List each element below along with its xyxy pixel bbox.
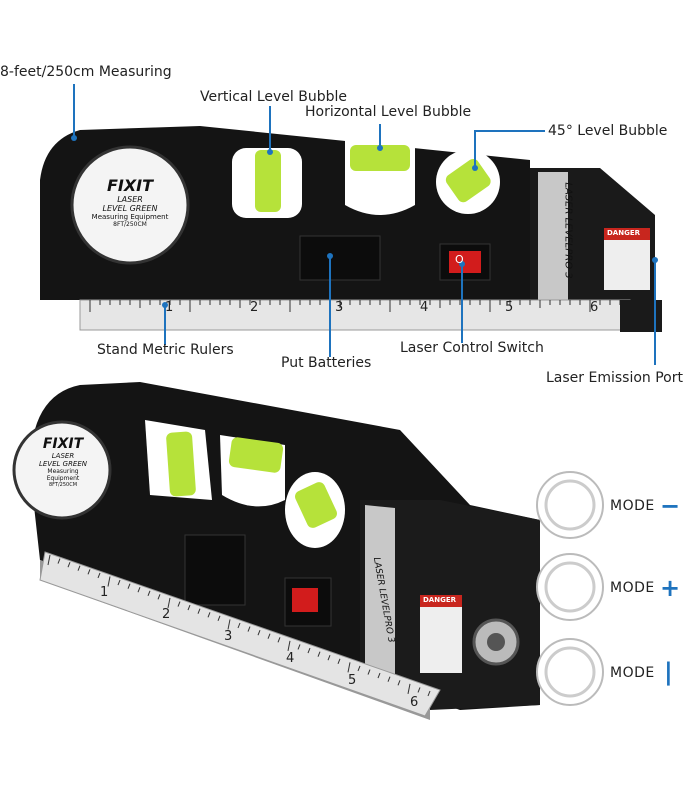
ruler-tick [417,687,421,693]
bottom-device [12,382,540,720]
ruler-tick [397,680,401,686]
callout-port: Laser Emission Port [546,370,683,386]
callout-measuring: 8-feet/250cm Measuring [0,64,172,80]
ruler-number: 3 [224,629,233,644]
ruler-number: 2 [250,300,259,315]
top-laser-switch [449,251,481,273]
bottom-silver-band [365,505,395,690]
ruler-tick [117,579,121,586]
ruler-number: 4 [286,651,295,666]
ruler-tick [167,597,171,609]
ruler-tick [357,665,361,672]
callout-vertical-bubble: Vertical Level Bubble [200,89,348,105]
ruler-tick [207,612,211,618]
bottom-laser-switch [292,588,318,612]
ruler-tick [387,676,391,682]
top-model-text: LASER LEVELPRO 3 [562,182,574,279]
ruler-tick [327,655,331,661]
ruler-number: 4 [420,300,429,315]
mode-label-plus: MODE [610,580,655,596]
ruler-tick [307,647,311,654]
ruler-tick [137,587,141,593]
top-danger-text: DANGER [607,229,641,237]
bottom-ruler [39,551,441,717]
ruler-tick [47,554,51,566]
ruler-tick [77,565,81,571]
bottom-ruler-ticks [47,554,431,697]
ruler-number: 2 [162,607,171,622]
callout-rulers: Stand Metric Rulers [97,342,234,358]
ruler-tick [57,558,61,564]
ruler-tick [107,576,111,587]
ruler-tick [87,569,91,575]
top-brand-disc [70,145,190,265]
ruler-tick [127,583,131,589]
ruler-number: 6 [410,695,419,710]
ruler-number: 5 [505,300,514,315]
bottom-45-bubble [295,482,337,528]
ruler-tick [427,690,431,697]
top-ruler-ticks [89,300,631,312]
ruler-tick [377,672,381,679]
mode-label-minus: MODE [610,498,655,514]
ruler-tick [97,572,101,579]
top-vertical-bubble [255,150,281,212]
mode-plus-icon: + [660,574,681,602]
ruler-tick [247,626,251,632]
bottom-vertical-bubble [166,431,196,497]
ruler-number: 1 [100,585,109,600]
top-silver-band [538,172,568,300]
ruler-tick [287,640,291,651]
ruler-tick [227,619,231,630]
ruler-tick [67,561,71,568]
ruler-tick [337,658,341,664]
ruler-tick [277,637,281,643]
ruler-tick [197,608,201,614]
bottom-danger-label [420,595,462,673]
ruler-number: 3 [335,300,344,315]
top-device [40,126,662,332]
ruler-tick [157,594,161,600]
ruler-number: 6 [590,300,599,315]
ruler-tick [217,615,221,622]
mode-minus-icon: − [660,492,681,520]
top-brand-text: FIXIT LASER LEVEL GREEN Measuring Equipm… [91,176,169,228]
bottom-danger-text: DANGER [423,596,457,604]
ruler-tick [177,601,181,607]
top-battery-door [299,235,381,281]
mode-label-line: MODE [610,665,655,681]
ruler-number: 5 [348,673,357,688]
ruler-tick [237,622,241,629]
mode-buttons [536,471,604,706]
mode-line-icon: | [664,658,673,686]
ruler-tick [147,590,151,596]
ruler-tick [367,669,371,675]
ruler-tick [257,629,261,636]
switch-mark: O [455,253,464,266]
ruler-tick [317,651,321,657]
ruler-tick [267,633,271,639]
ruler-tick [187,604,191,611]
top-horizontal-bubble [350,145,410,171]
top-45-bubble [445,158,491,203]
callout-horizontal-bubble: Horizontal Level Bubble [305,104,472,120]
callout-lines [73,84,656,365]
ruler-tick [297,644,301,650]
ruler-tick [347,662,351,673]
ruler-tick [407,683,411,694]
ruler-number: 1 [165,300,174,315]
callout-batteries: Put Batteries [281,355,372,371]
callout-45-bubble: 45° Level Bubble [548,123,668,139]
bottom-brand-text: FIXIT LASER LEVEL GREEN Measuring Equipm… [38,436,88,488]
bottom-horizontal-bubble [228,437,284,473]
bottom-brand-disc [12,420,112,520]
callout-switch: Laser Control Switch [400,340,544,356]
